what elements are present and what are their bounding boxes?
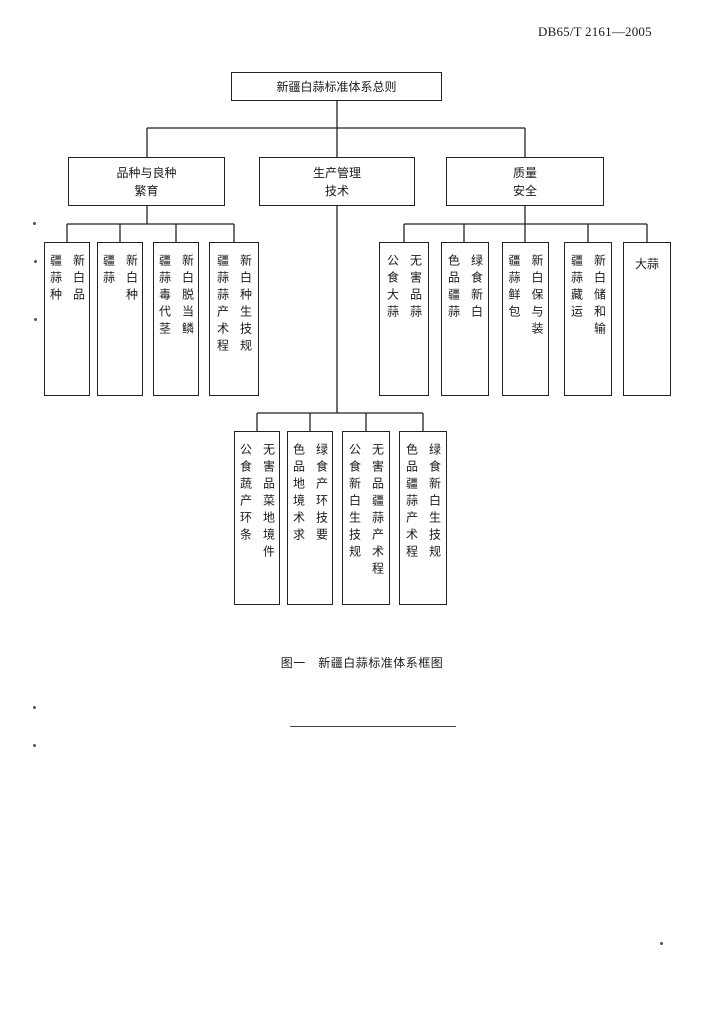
standard-box: 绿食产环技要 色品地境术求 xyxy=(287,431,333,605)
standard-text-column: 新白储和输 xyxy=(592,254,607,339)
scan-speck xyxy=(33,744,36,747)
scan-speck xyxy=(34,318,37,321)
standard-box: 新白脱当鳞 疆蒜毒代茎 xyxy=(153,242,199,396)
standard-text-column: 绿食新白生技规 xyxy=(427,443,442,562)
scan-speck xyxy=(33,222,36,225)
standard-number: DB65/T 2161—2005 xyxy=(538,24,652,39)
standard-box: 无害品菜地境件 公食蔬产环条 xyxy=(234,431,280,605)
standard-box: 绿食新白 色品疆蒜 xyxy=(441,242,489,396)
standard-box: 新白种 疆蒜 xyxy=(97,242,143,396)
standard-text-column: 绿食产环技要 xyxy=(314,443,329,545)
end-rule xyxy=(290,726,456,727)
standard-text-column: 公食新白生技规 xyxy=(347,443,362,562)
standard-text-column: 色品疆蒜 xyxy=(446,254,461,322)
category-label: 品种与良种 xyxy=(116,165,177,180)
figure-caption: 图一 新疆白蒜标准体系框图 xyxy=(280,656,444,670)
standard-box: 大蒜 xyxy=(623,242,671,396)
standard-text-column: 无害品蒜 xyxy=(408,254,423,322)
standard-text-column: 无害品疆蒜产术程 xyxy=(370,443,385,579)
category-quality-safety: 质量 安全 xyxy=(446,157,604,206)
category-label: 繁育 xyxy=(134,183,159,198)
standard-box: 新白保与装 疆蒜鲜包 xyxy=(502,242,549,396)
root-label: 新疆白蒜标准体系总则 xyxy=(276,79,397,94)
standard-box: 新白品 疆蒜种 xyxy=(44,242,90,396)
scan-speck xyxy=(33,706,36,709)
standard-text-column: 新白品 xyxy=(71,254,86,305)
standard-text-column: 色品疆蒜产术程 xyxy=(404,443,419,562)
standard-text-column: 公食大蒜 xyxy=(385,254,400,322)
category-production-technology: 生产管理 技术 xyxy=(259,157,415,206)
scan-speck xyxy=(660,942,663,945)
root-box: 新疆白蒜标准体系总则 xyxy=(231,72,442,101)
standard-text-column: 新白种 xyxy=(124,254,139,305)
standard-text-column: 公食蔬产环条 xyxy=(238,443,253,545)
standard-text-column: 色品地境术求 xyxy=(291,443,306,545)
standard-text-column: 新白保与装 xyxy=(530,254,544,339)
standard-text-column: 疆蒜毒代茎 xyxy=(157,254,172,339)
standard-text-column: 疆蒜蒜产术程 xyxy=(215,254,230,356)
standard-box: 新白种生技规 疆蒜蒜产术程 xyxy=(209,242,259,396)
standard-box: 新白储和输 疆蒜藏运 xyxy=(564,242,612,396)
standard-box: 无害品疆蒜产术程 公食新白生技规 xyxy=(342,431,390,605)
scan-speck xyxy=(34,260,37,263)
standard-text-column: 疆蒜 xyxy=(101,254,116,288)
category-variety-breeding: 品种与良种 繁育 xyxy=(68,157,225,206)
standard-text-column: 疆蒜种 xyxy=(48,254,63,305)
standard-text-column: 绿食新白 xyxy=(469,254,484,322)
category-label: 安全 xyxy=(512,183,537,198)
standard-text-column: 疆蒜藏运 xyxy=(569,254,584,322)
category-label: 质量 xyxy=(512,165,537,180)
standard-text-column: 新白种生技规 xyxy=(238,254,253,356)
standard-box: 无害品蒜 公食大蒜 xyxy=(379,242,429,396)
standard-text-column: 新白脱当鳞 xyxy=(180,254,195,339)
category-label: 技术 xyxy=(324,183,349,198)
category-label: 生产管理 xyxy=(312,165,361,180)
standard-text-column: 无害品菜地境件 xyxy=(261,443,276,562)
standard-text-column: 疆蒜鲜包 xyxy=(507,254,521,322)
standard-box: 绿食新白生技规 色品疆蒜产术程 xyxy=(399,431,447,605)
standard-text-column: 大蒜 xyxy=(634,257,659,271)
